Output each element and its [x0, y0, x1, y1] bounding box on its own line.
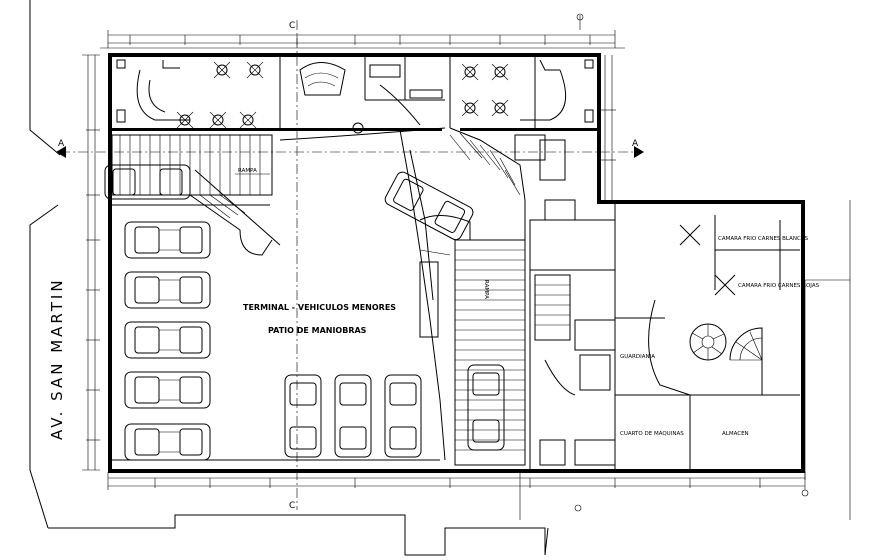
street-name: AV. SAN MARTIN: [48, 277, 66, 440]
table-set-icon: [246, 61, 264, 79]
camara-frio-blancas-label: CAMARA FRIO CARNES BLANCAS: [718, 236, 809, 242]
axis-a: A A: [56, 139, 644, 158]
parking-area: [112, 129, 451, 461]
car-icon: [384, 374, 422, 458]
outer-walls: [108, 53, 805, 473]
axis-label-a-left: A: [58, 139, 65, 149]
spiral-stair-icon: [689, 323, 727, 361]
axis-c: C C: [289, 20, 298, 511]
car-icon: [384, 171, 474, 241]
table-set-icon: [491, 99, 509, 117]
axis-label-a-right: A: [632, 139, 639, 149]
car-icon: [124, 221, 211, 259]
table-set-icon: [213, 61, 231, 79]
car-icon: [124, 321, 211, 359]
car-icon: [104, 164, 191, 200]
curved-counter: [648, 299, 691, 396]
dimension-lines-top: [100, 13, 625, 49]
dimension-lines-right: [600, 55, 616, 200]
labels: TERMINAL - VEHICULOS MENORES PATIO DE MA…: [243, 236, 820, 437]
terminal-label: TERMINAL - VEHICULOS MENORES: [243, 303, 396, 312]
rampa-left-label: RAMPA: [238, 168, 257, 174]
dimension-lines-left: [82, 54, 100, 471]
axis-label-c-bottom: C: [289, 501, 295, 511]
parked-cars-left: [104, 164, 211, 461]
car-icon: [284, 374, 322, 458]
dimension-lines-bottom: [107, 470, 809, 520]
rampa-center-label: RAMPA: [483, 280, 489, 299]
right-rooms: [514, 134, 800, 471]
top-room-partitions: [116, 57, 594, 128]
car-icon: [467, 364, 505, 451]
car-icon: [124, 371, 211, 409]
left-ramp: RAMPA: [111, 134, 281, 256]
table-set-icon: [209, 111, 227, 129]
table-sets: [176, 61, 509, 129]
cuarto-maquinas-label: CUARTO DE MAQUINAS: [620, 431, 684, 437]
table-set-icon: [491, 63, 509, 81]
car-icon: [124, 271, 211, 309]
almacen-label: ALMACEN: [722, 431, 749, 437]
guardiania-label: GUARDIANIA: [620, 354, 655, 360]
table-set-icon: [176, 111, 194, 129]
axis-label-c-top: C: [289, 21, 295, 31]
table-set-icon: [239, 111, 257, 129]
camara-frio-rojas-label: CAMARA FRIO CARNES ROJAS: [738, 283, 820, 289]
access-ramp-diagonal: [279, 122, 526, 240]
parked-cars-bottom: [284, 364, 505, 458]
curved-partition: [544, 359, 576, 396]
central-ramp: RAMPA: [419, 239, 526, 466]
table-set-icon: [461, 99, 479, 117]
table-set-icon: [461, 63, 479, 81]
car-icon: [124, 423, 211, 461]
patio-label: PATIO DE MANIOBRAS: [268, 326, 367, 335]
car-icon: [334, 374, 372, 458]
